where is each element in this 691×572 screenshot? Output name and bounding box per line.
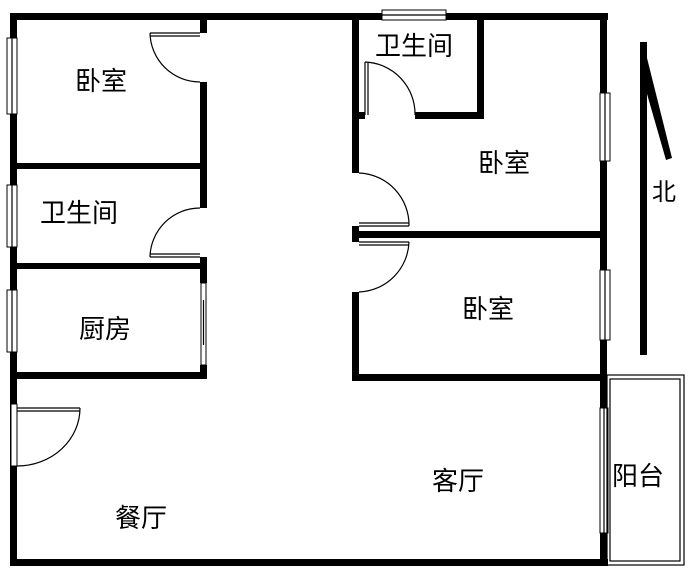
- wall-n-bath-right: [477, 13, 484, 119]
- wall-bedroom-bedroom: [352, 231, 607, 238]
- windows: [6, 9, 611, 534]
- outer-wall-right-upper: [600, 13, 607, 408]
- label-kitchen: 厨房: [79, 315, 131, 345]
- north-label: 北: [652, 178, 676, 206]
- door-bedroom-ne: [358, 172, 410, 227]
- doors: [10, 32, 416, 467]
- label-bedroom-e: 卧室: [462, 295, 514, 325]
- door-bedroom-nw: [149, 32, 201, 83]
- label-bathroom-n: 卫生间: [375, 32, 453, 62]
- wall-left-col-3: [200, 257, 207, 283]
- wall-n-bath-bottom: [415, 112, 484, 119]
- label-dining: 餐厅: [115, 504, 167, 534]
- wall-kitchen-bottom: [10, 372, 207, 379]
- balcony-outline: [606, 374, 685, 566]
- label-bathroom-w: 卫生间: [40, 199, 118, 229]
- room-labels: 卧室 卫生间 厨房 餐厅 卫生间 卧室 卧室 客厅 阳台: [40, 32, 664, 534]
- door-bathroom-w: [149, 207, 201, 258]
- wall-center-1: [352, 13, 359, 173]
- wall-bath-kitchen: [10, 263, 207, 269]
- outer-wall-bottom: [10, 559, 608, 566]
- label-bedroom-ne: 卧室: [478, 149, 530, 179]
- north-arrow-icon: 北: [640, 42, 676, 355]
- wall-left-col-1: [200, 13, 207, 33]
- wall-right-block-bottom: [352, 374, 607, 381]
- wall-center-3: [352, 292, 359, 381]
- door-bathroom-n: [364, 61, 416, 116]
- label-living: 客厅: [432, 467, 484, 497]
- outer-wall-right-lower: [600, 533, 607, 566]
- label-balcony: 阳台: [612, 462, 664, 492]
- door-bedroom-e: [358, 241, 410, 293]
- wall-bedroom-bath: [10, 163, 207, 169]
- door-entrance: [10, 403, 81, 467]
- outer-wall-top: [10, 13, 608, 20]
- label-bedroom-nw: 卧室: [75, 67, 127, 97]
- wall-n-bath-left-stub: [359, 112, 365, 119]
- wall-left-col-4: [200, 365, 207, 379]
- wall-left-col-2: [200, 82, 207, 208]
